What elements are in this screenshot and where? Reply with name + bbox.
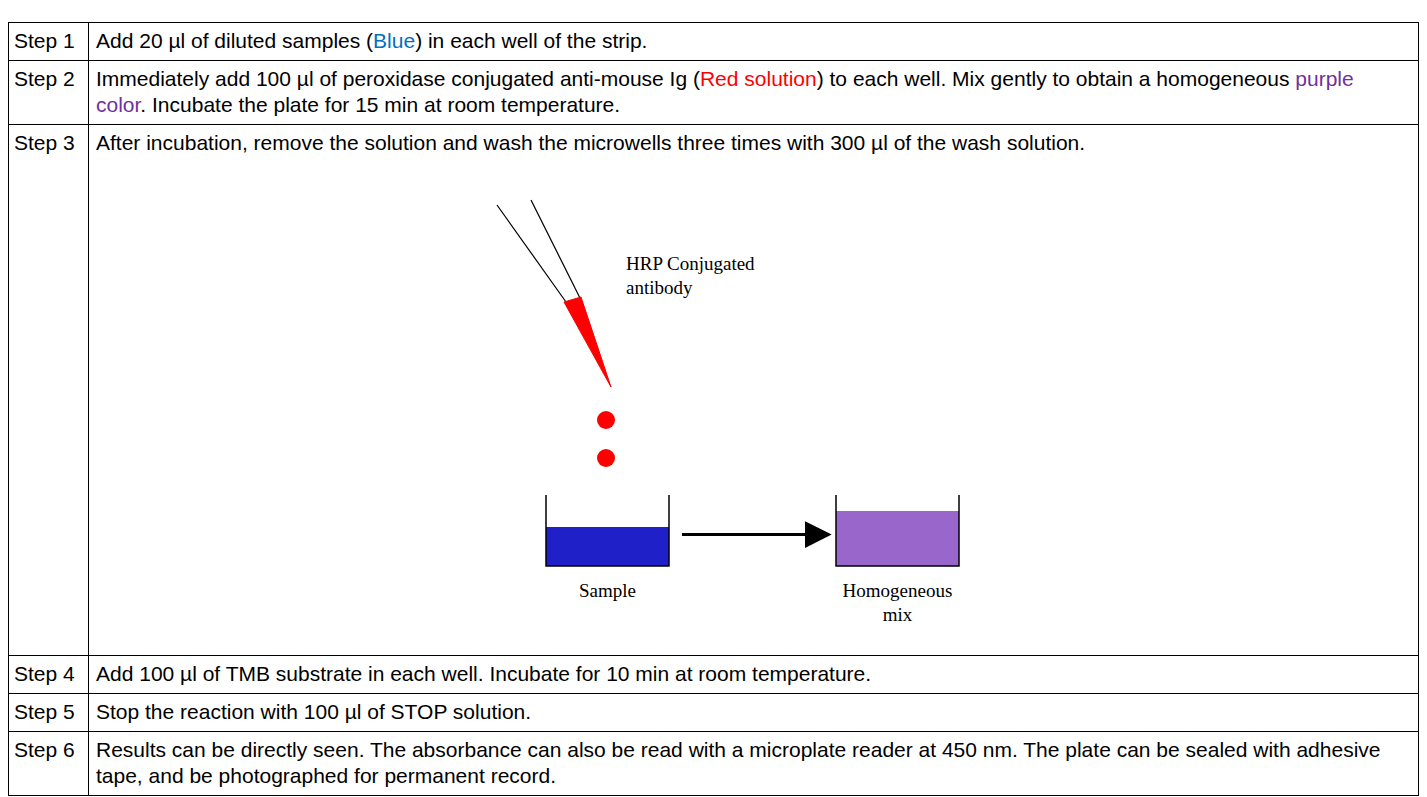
row-divider [9, 731, 1419, 732]
well-label: Homogeneous mix [835, 579, 960, 627]
well-container: Sample [545, 495, 670, 603]
pipette-wall [531, 200, 580, 298]
step-label: Step 3 [14, 130, 75, 156]
instruction-text: After incubation, remove the solution an… [96, 131, 1085, 154]
step-label: Step 5 [14, 699, 75, 725]
step-label: Step 1 [14, 28, 75, 54]
row-divider [9, 655, 1419, 656]
table-border [9, 23, 1419, 796]
instruction-text: ) to each well. Mix gently to obtain a h… [817, 67, 1296, 90]
well-outline [545, 495, 670, 567]
instruction-cell: Add 20 µl of diluted samples (Blue) in e… [96, 28, 1408, 54]
instruction-text: Add 20 µl of diluted samples ( [96, 29, 373, 52]
instruction-text: Add 100 µl of TMB substrate in each well… [96, 662, 871, 685]
instruction-text: . Incubate the plate for 15 min at room … [140, 93, 620, 116]
instruction-text: Red solution [700, 67, 817, 90]
well-label: Sample [545, 579, 670, 603]
well-wall [546, 495, 669, 566]
liquid [546, 527, 669, 566]
instruction-text: Stop the reaction with 100 µl of STOP so… [96, 700, 531, 723]
instruction-text: Immediately add 100 µl of peroxidase con… [96, 67, 700, 90]
row-divider [9, 124, 1419, 125]
instruction-text: ) in each well of the strip. [415, 29, 647, 52]
step-label: Step 2 [14, 66, 75, 92]
well-container: Homogeneous mix [835, 495, 960, 627]
instruction-text: Blue [373, 29, 415, 52]
column-divider [88, 23, 89, 796]
row-divider [9, 60, 1419, 61]
step-label: Step 6 [14, 737, 75, 763]
liquid [836, 511, 959, 566]
instruction-cell: Stop the reaction with 100 µl of STOP so… [96, 699, 1408, 725]
well-outline [835, 495, 960, 567]
instruction-text: Results can be directly seen. The absorb… [96, 738, 1381, 787]
instruction-cell: Results can be directly seen. The absorb… [96, 737, 1408, 789]
instruction-cell: Add 100 µl of TMB substrate in each well… [96, 661, 1408, 687]
arrow-connector [682, 533, 829, 536]
drop [597, 449, 615, 467]
step-label: Step 4 [14, 661, 75, 687]
antibody-label: HRP Conjugated antibody [626, 252, 776, 300]
pipette-wall [497, 205, 566, 302]
pipette-tip [564, 297, 611, 387]
well-wall [836, 495, 959, 566]
row-divider [9, 693, 1419, 694]
instruction-cell: After incubation, remove the solution an… [96, 130, 1408, 156]
drop [597, 411, 615, 429]
instruction-cell: Immediately add 100 µl of peroxidase con… [96, 66, 1408, 118]
